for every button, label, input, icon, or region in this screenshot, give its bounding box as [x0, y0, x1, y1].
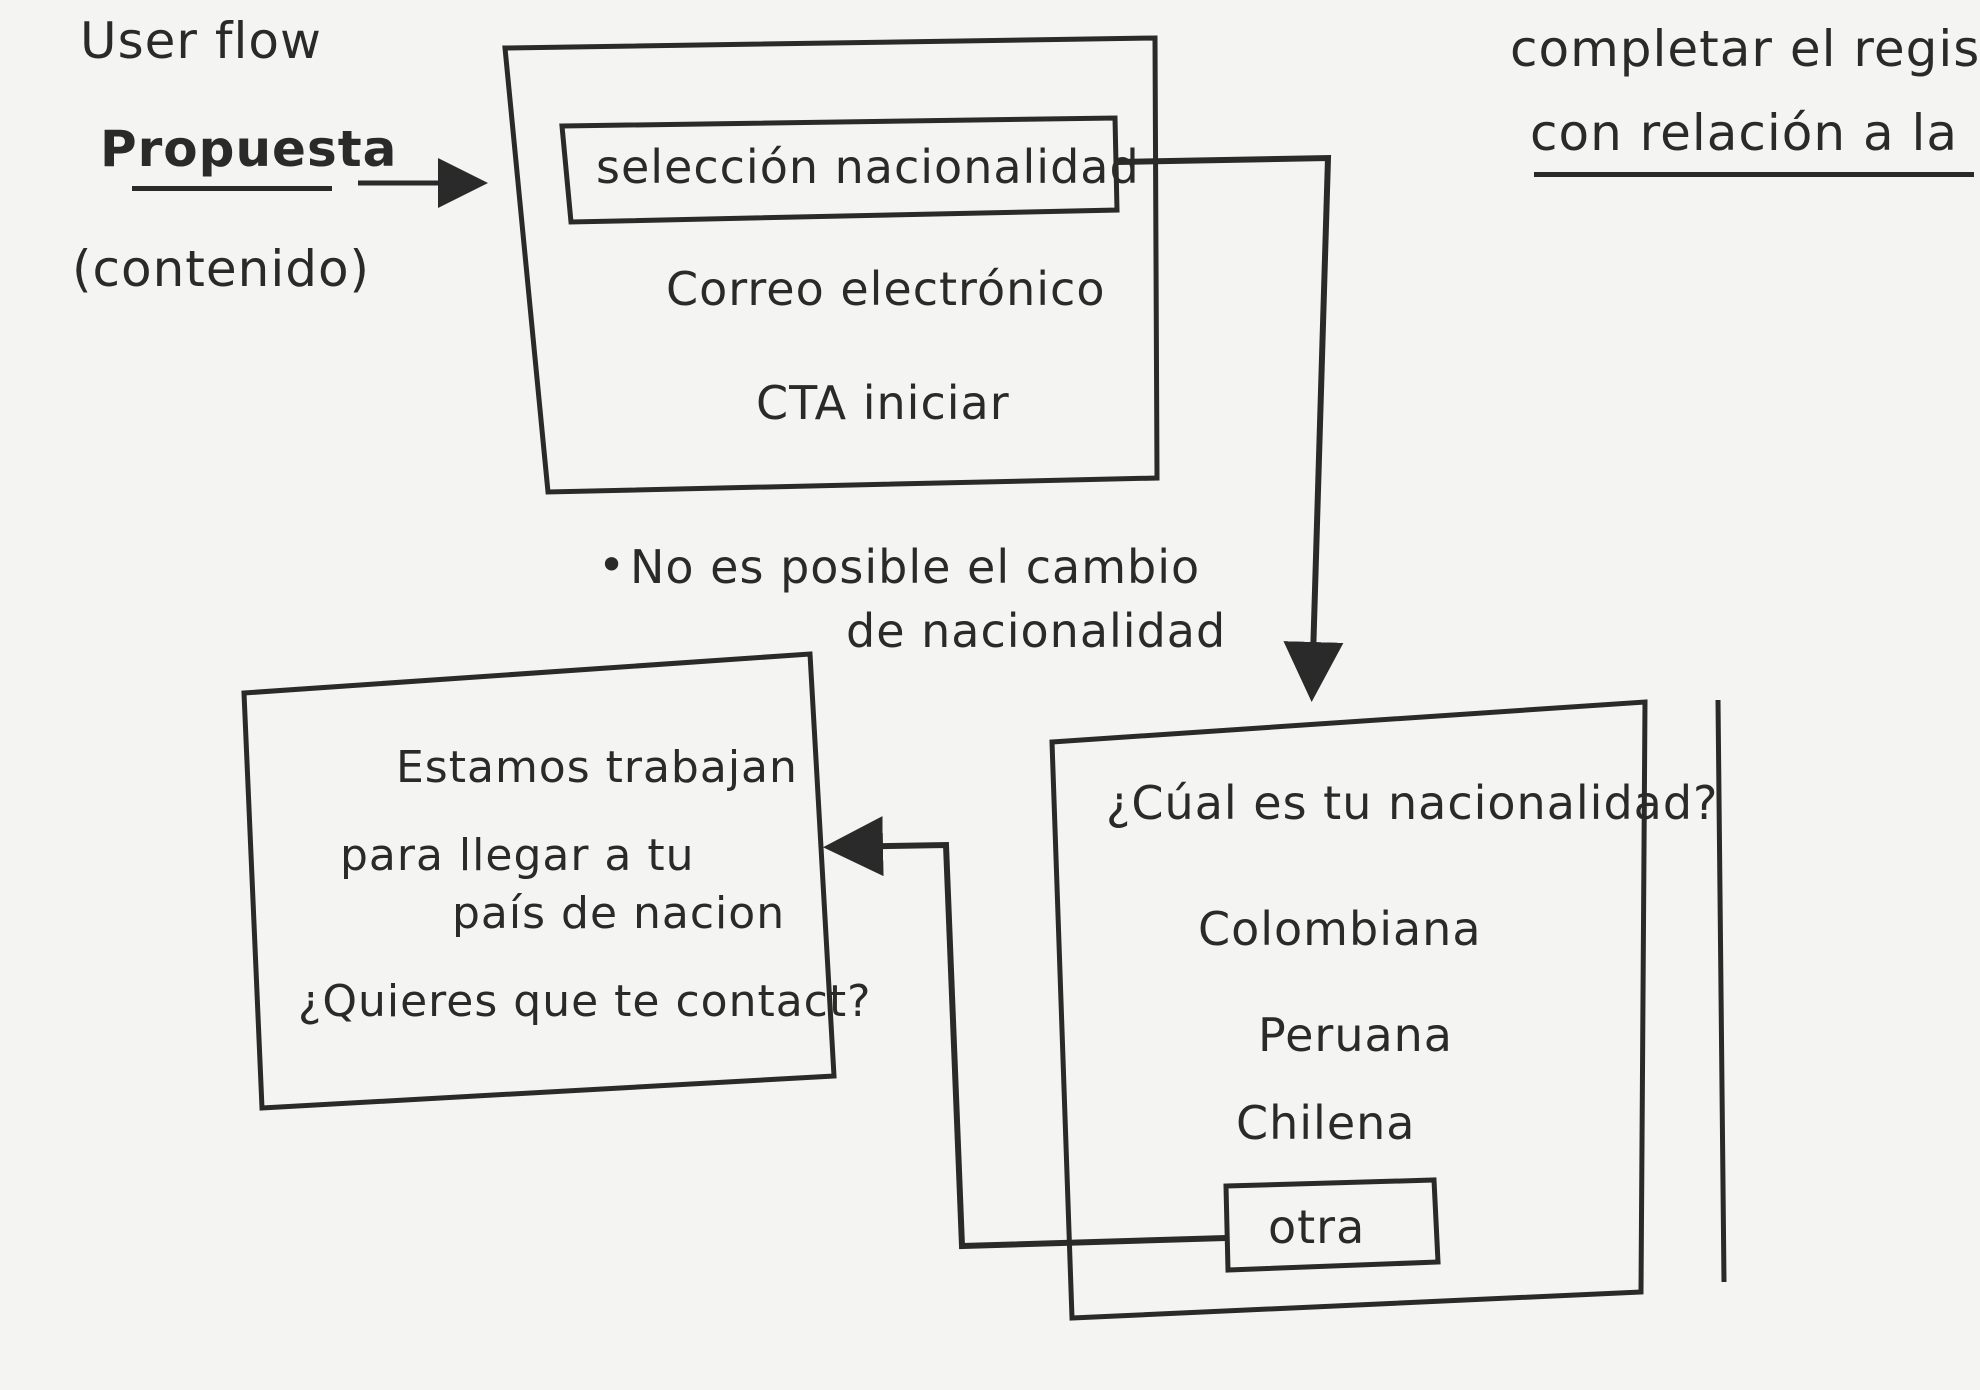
other-option-box	[1223, 1177, 1441, 1273]
option-peruana[interactable]: Peruana	[1258, 1008, 1453, 1062]
option-chilena[interactable]: Chilena	[1236, 1096, 1416, 1150]
message-line3: país de nacion	[452, 888, 786, 939]
nationality-selector-box	[559, 115, 1120, 225]
message-contact-question[interactable]: ¿Quieres que te contact?	[298, 976, 872, 1027]
top-right-note-line1: completar el regist	[1510, 20, 1980, 78]
nationality-screen-box	[1049, 699, 1648, 1321]
option-colombiana[interactable]: Colombiana	[1198, 902, 1482, 956]
start-screen-box	[502, 35, 1160, 495]
flow-title-line1: User flow	[80, 12, 322, 70]
nationality-screen-edge	[1715, 699, 1727, 1283]
top-right-note-underline	[1534, 172, 1974, 177]
flow-title-underline	[132, 186, 332, 191]
message-line1: Estamos trabajan	[396, 742, 798, 793]
flow-title-line3: (contenido)	[72, 240, 371, 298]
note-bullet: •	[598, 538, 627, 592]
note-line2: de nacionalidad	[846, 604, 1227, 658]
note-line1: No es posible el cambio	[630, 540, 1201, 594]
email-field[interactable]: Correo electrónico	[666, 262, 1106, 316]
arrow-other-to-message	[823, 816, 1227, 1250]
option-other[interactable]: otra	[1268, 1200, 1366, 1254]
message-line2: para llegar a tu	[340, 830, 695, 881]
nationality-question: ¿Cúal es tu nacionalidad?	[1106, 776, 1719, 830]
flow-title-line2: Propuesta	[100, 120, 398, 178]
message-screen-box	[241, 651, 837, 1111]
arrow-selector-to-nationality-screen	[1117, 154, 1344, 702]
nationality-selection-field[interactable]: selección nacionalidad	[596, 140, 1140, 194]
top-right-note-line2: con relación a la	[1530, 104, 1959, 162]
start-cta-button[interactable]: CTA iniciar	[756, 376, 1010, 430]
